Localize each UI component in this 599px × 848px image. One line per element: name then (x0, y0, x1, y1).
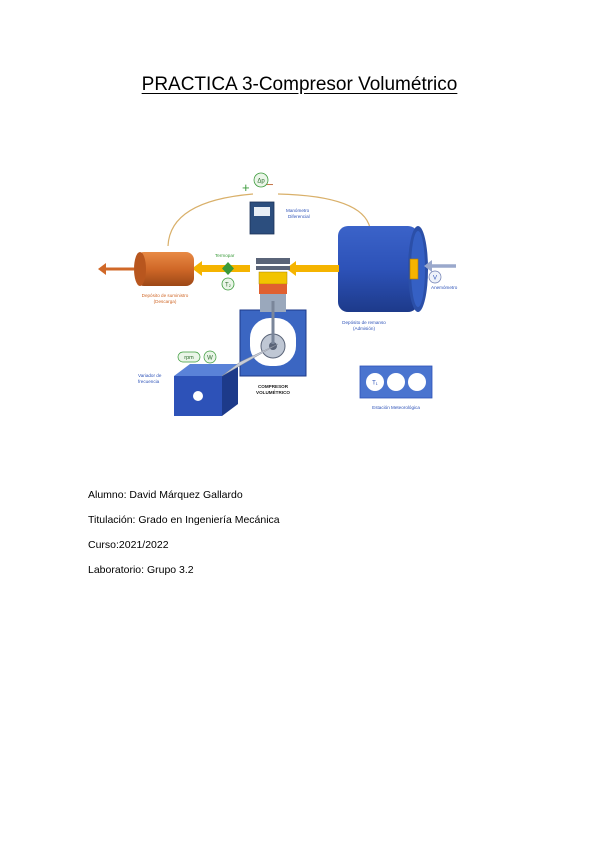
minus-sign: − (266, 177, 274, 192)
thermocouple-icon (222, 262, 234, 275)
svg-text:T₁: T₁ (372, 381, 378, 387)
v-icon (428, 270, 442, 284)
supply-tank-label: Depósito de suministro(Descarga) (142, 293, 189, 304)
w-icon (203, 350, 217, 364)
weather-station-label: Estación Meteorológica (372, 405, 420, 410)
supply-tank (136, 252, 194, 286)
pressure-line-left (167, 193, 254, 247)
rpm-badge (177, 351, 201, 363)
intake-flow (293, 265, 339, 272)
thermocouple-label: Termopar (215, 253, 235, 258)
rest-tank-label: Depósito de remanso(Admisión) (342, 320, 386, 331)
svg-text:V: V (433, 276, 437, 282)
page-title: PRACTICA 3-Compresor Volumétrico (141, 74, 458, 95)
lab-line: Laboratorio: Grupo 3.2 (88, 564, 194, 576)
pressure-line-right (277, 193, 371, 229)
degree-line: Titulación: Grado en Ingeniería Mecánica (88, 514, 280, 526)
plus-sign: + (242, 180, 250, 195)
course-line: Curso:2021/2022 (88, 539, 169, 551)
t2-icon (221, 277, 235, 291)
delta-p-label: Δp (257, 179, 265, 185)
manometer-icon (249, 201, 275, 235)
delta-p-icon (253, 172, 269, 188)
anemometer-label: Anemómetro (431, 285, 458, 290)
rest-tank (338, 226, 418, 312)
svg-text:W: W (207, 356, 213, 362)
student-line: Alumno: David Márquez Gallardo (88, 489, 243, 501)
svg-text:T₂: T₂ (225, 283, 232, 289)
svg-text:rpm: rpm (184, 355, 194, 361)
compressor-icon (239, 258, 307, 377)
